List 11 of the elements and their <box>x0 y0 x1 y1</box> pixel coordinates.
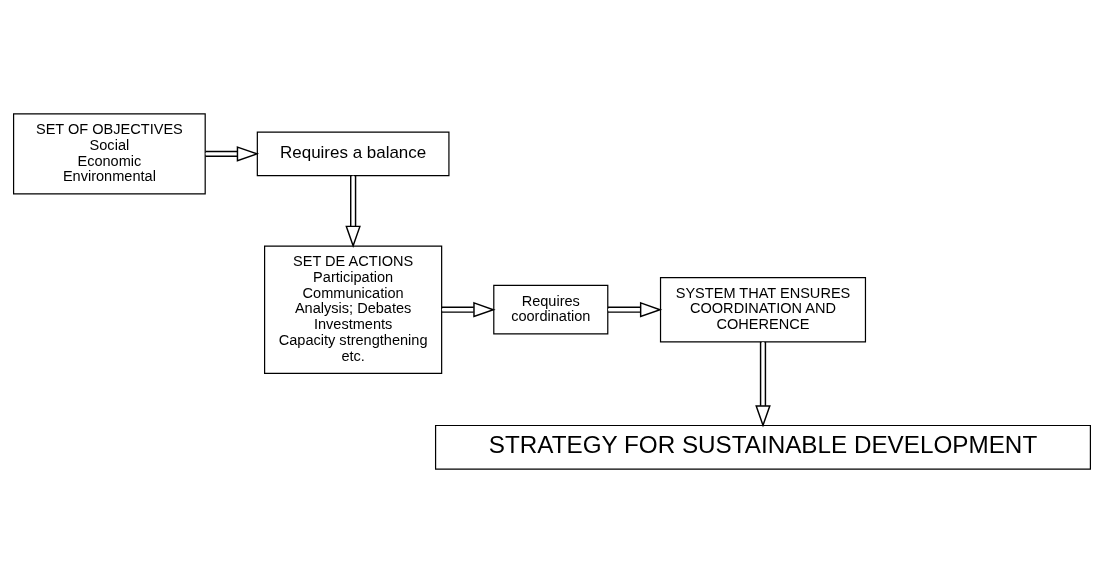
arrow <box>607 301 663 318</box>
arrow <box>755 341 771 428</box>
node-box: Requires a balance <box>256 131 450 177</box>
arrow <box>441 301 496 318</box>
node-box: Requires coordination <box>493 284 609 335</box>
node-box: SYSTEM THAT ENSURES COORDINATION AND COHERENCE <box>659 276 867 343</box>
node-box: SET OF OBJECTIVES Social Economic Environmental <box>13 113 206 195</box>
arrow <box>204 146 260 162</box>
node-box: SET DE ACTIONS Participation Communication Analysis; Debates Investments Capacity strengthening etc. <box>264 245 443 374</box>
arrow <box>345 175 361 248</box>
node-box: STRATEGY FOR SUSTAINABLE DEVELOPMENT <box>435 424 1091 470</box>
